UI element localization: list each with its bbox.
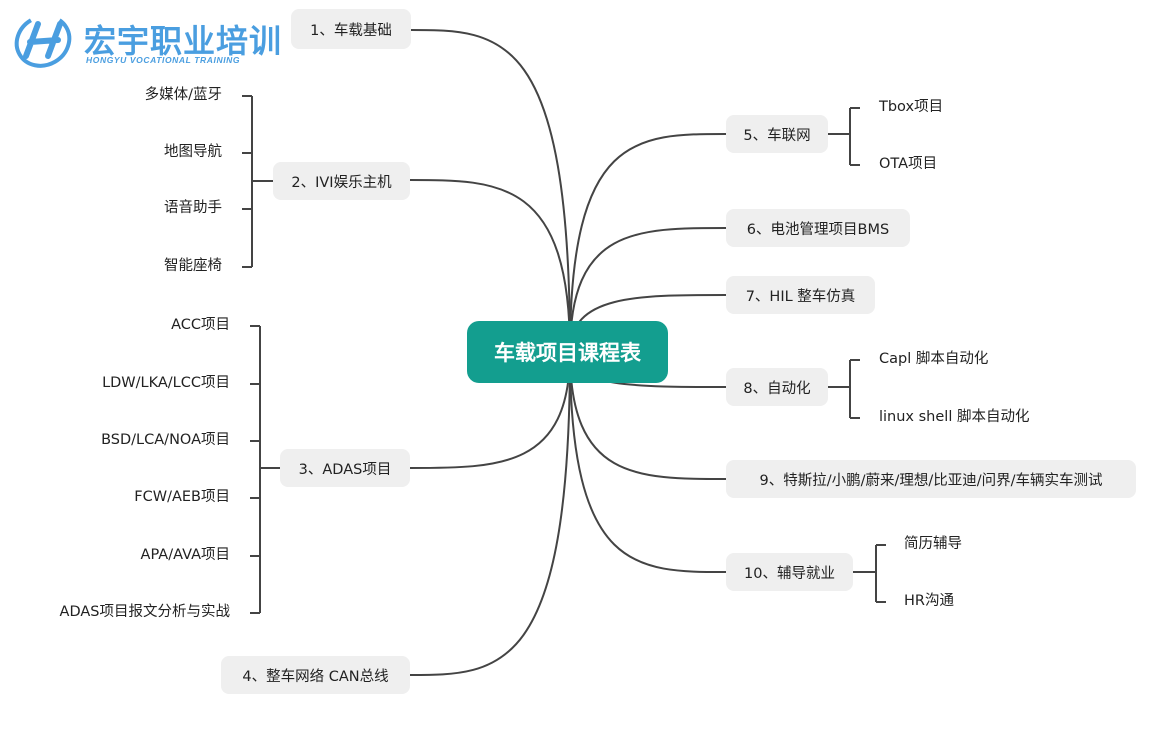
branch-2-node[interactable]: 2、IVI娱乐主机 <box>273 162 410 200</box>
link-branch-6 <box>569 227 727 353</box>
hongyu-logo-icon <box>14 14 72 68</box>
branch-3-leaf-5[interactable]: APA/AVA项目 <box>140 547 230 563</box>
branch-3-node[interactable]: 3、ADAS项目 <box>280 449 410 487</box>
branch-2-leaf-3[interactable]: 语音助手 <box>164 200 222 216</box>
branch-8-node[interactable]: 8、自动化 <box>726 368 828 406</box>
logo-name-en: HONGYU VOCATIONAL TRAINING <box>86 55 241 65</box>
branch-10-leaf-1[interactable]: 简历辅导 <box>904 536 962 552</box>
link-branch-1 <box>410 29 571 353</box>
logo: 宏宇职业培训 HONGYU VOCATIONAL TRAINING <box>12 12 292 72</box>
link-branch-5 <box>569 133 727 353</box>
branch-3-leaf-4[interactable]: FCW/AEB项目 <box>134 489 230 505</box>
link-branch-3 <box>409 351 571 469</box>
branch-8-leaf-1[interactable]: Capl 脚本自动化 <box>879 351 989 367</box>
link-branch-2 <box>409 179 571 353</box>
branch-5-leaf-1[interactable]: Tbox项目 <box>879 99 944 115</box>
branch-8-leaf-2[interactable]: linux shell 脚本自动化 <box>879 409 1030 425</box>
branch-3-leaf-2[interactable]: LDW/LKA/LCC项目 <box>102 375 230 391</box>
branch-9-node[interactable]: 9、特斯拉/小鹏/蔚来/理想/比亚迪/问界/车辆实车测试 <box>726 460 1136 498</box>
branch-2-leaf-4[interactable]: 智能座椅 <box>164 258 222 274</box>
branch-2-leaf-2[interactable]: 地图导航 <box>164 144 222 160</box>
link-branch-9 <box>569 351 727 480</box>
branch-5-node[interactable]: 5、车联网 <box>726 115 828 153</box>
branch-5-leaf-2[interactable]: OTA项目 <box>879 156 938 172</box>
link-branch-4 <box>409 351 571 676</box>
branch-10-node[interactable]: 10、辅导就业 <box>726 553 853 591</box>
branch-3-leaf-3[interactable]: BSD/LCA/NOA项目 <box>101 432 230 448</box>
center-topic[interactable]: 车载项目课程表 <box>467 321 668 383</box>
branch-1-node[interactable]: 1、车载基础 <box>291 9 411 49</box>
branch-7-node[interactable]: 7、HIL 整车仿真 <box>726 276 875 314</box>
branch-2-leaf-1[interactable]: 多媒体/蓝牙 <box>144 87 222 103</box>
branch-3-leaf-1[interactable]: ACC项目 <box>171 317 230 333</box>
link-branch-10 <box>569 351 727 573</box>
branch-6-node[interactable]: 6、电池管理项目BMS <box>726 209 910 247</box>
branch-3-leaf-6[interactable]: ADAS项目报文分析与实战 <box>59 604 230 620</box>
logo-name-cn: 宏宇职业培训 <box>84 22 283 60</box>
branch-10-leaf-2[interactable]: HR沟通 <box>904 593 954 609</box>
branch-4-node[interactable]: 4、整车网络 CAN总线 <box>221 656 410 694</box>
